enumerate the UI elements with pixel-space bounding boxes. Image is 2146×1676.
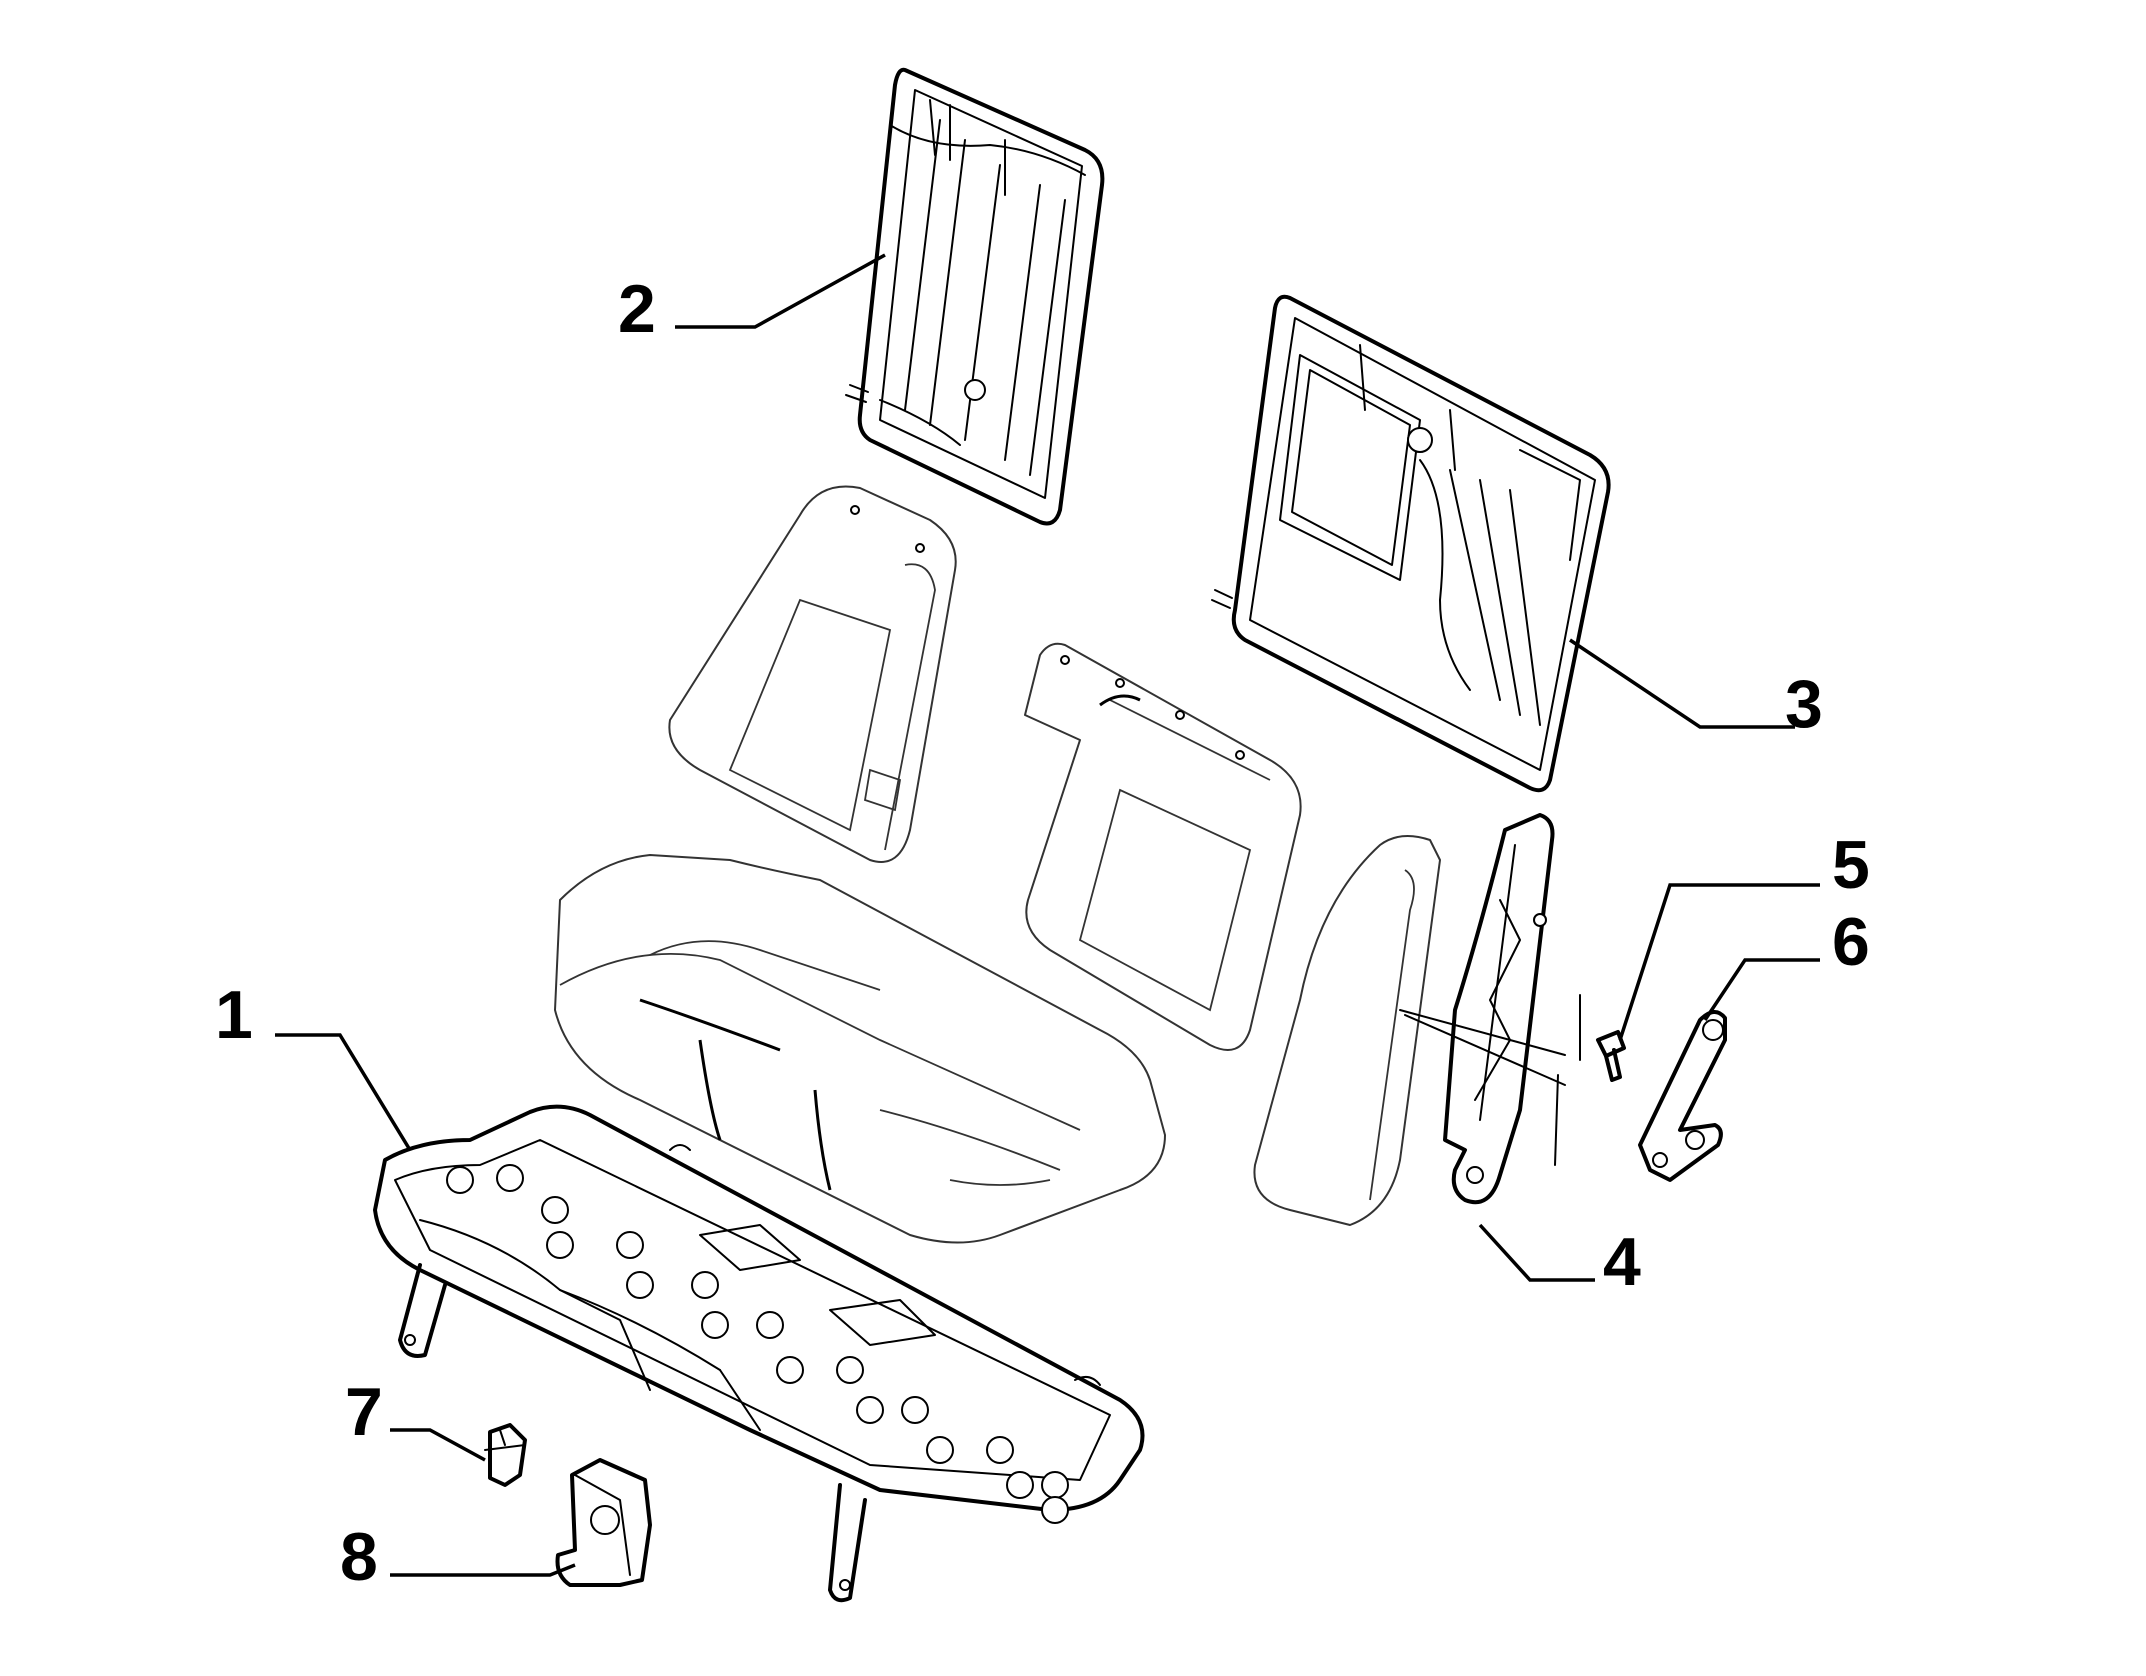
callout-5: 5	[1832, 827, 1870, 903]
callout-labels: 1 2 3 4 5 6 7 8	[215, 271, 1870, 1595]
callout-6: 6	[1832, 904, 1870, 980]
callout-3: 3	[1785, 666, 1823, 742]
part-6-nut-bracket	[1638, 1010, 1727, 1182]
part-5-bolt	[1596, 1030, 1626, 1082]
part-1-seat-pan	[373, 1104, 1145, 1603]
part-8-bracket	[555, 1458, 652, 1587]
middle-back-cushion-cover	[1024, 642, 1302, 1051]
callout-leaders	[275, 253, 1820, 1577]
part-3-right-backrest-frame	[1211, 294, 1611, 793]
side-bolster-cover	[1253, 835, 1441, 1226]
callout-8: 8	[340, 1519, 378, 1595]
part-7-clip	[484, 1423, 527, 1487]
callout-1: 1	[215, 977, 253, 1053]
callout-2: 2	[618, 271, 656, 347]
seat-cushion-cover	[554, 854, 1166, 1244]
callout-4: 4	[1603, 1224, 1641, 1300]
callout-7: 7	[345, 1374, 383, 1450]
part-2-left-backrest-frame	[845, 67, 1105, 526]
left-back-cushion-cover	[668, 485, 957, 863]
part-4-side-bracket	[1399, 813, 1581, 1205]
